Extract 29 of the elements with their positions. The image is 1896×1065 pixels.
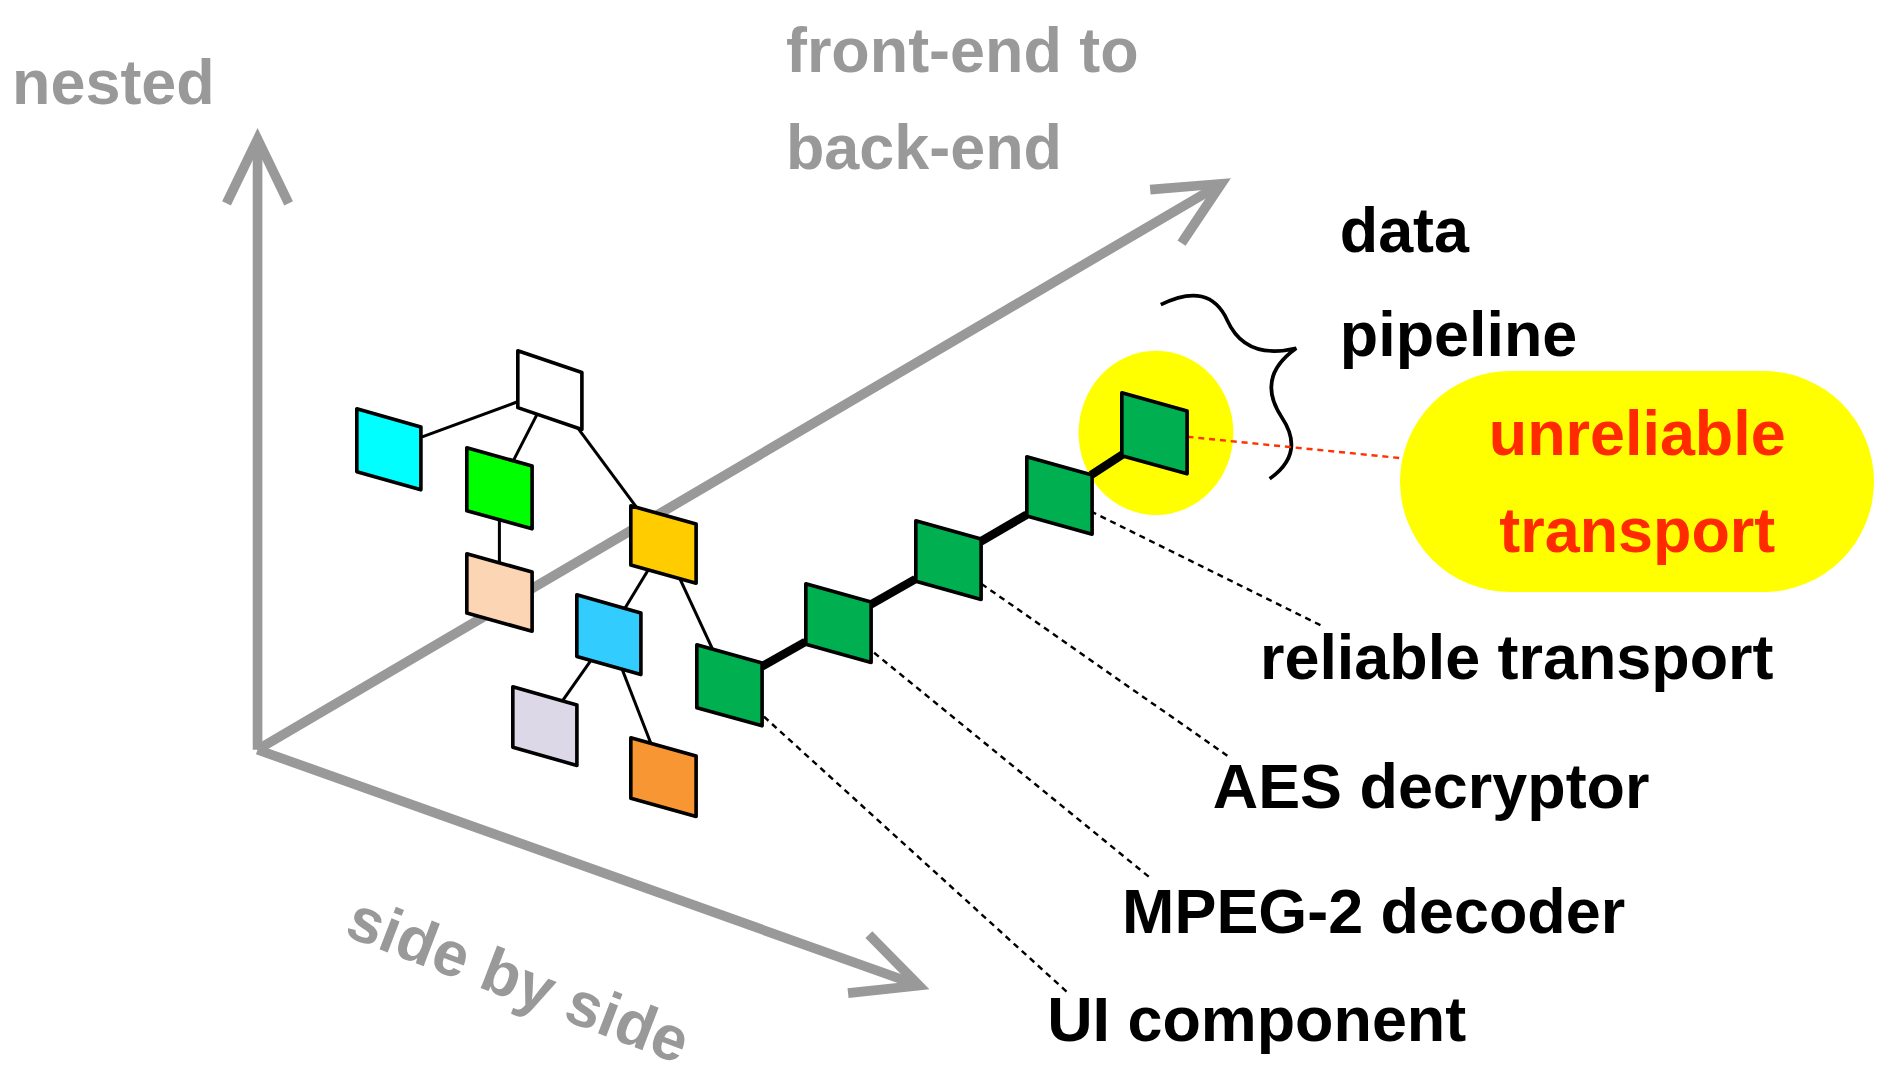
group-label: data pipeline (1339, 193, 1579, 371)
component-box (464, 445, 534, 531)
component-box (1024, 455, 1094, 537)
transport-label: unreliable transport (1400, 371, 1875, 593)
tree-link (561, 659, 592, 702)
component-label: UI component (1047, 985, 1467, 1055)
component-box (574, 593, 643, 677)
component-label: MPEG-2 decoder (1122, 876, 1626, 946)
axis-label: front-end to back-end (785, 14, 1140, 185)
component-box (515, 348, 584, 432)
component-box (1120, 391, 1190, 476)
component-label: AES decryptor (1212, 752, 1650, 822)
component-box (354, 406, 423, 492)
component-box (629, 503, 699, 585)
component-box (694, 642, 764, 728)
pipeline-link (868, 575, 918, 609)
component-box (803, 582, 873, 665)
component-box (464, 552, 534, 633)
component-box (629, 735, 699, 818)
component-label: reliable transport (1259, 622, 1774, 692)
component-box (510, 685, 579, 768)
component-box (913, 519, 983, 602)
pipeline-link (1088, 451, 1125, 479)
tree-link (678, 577, 714, 650)
tree-link (497, 519, 501, 563)
tree-link (623, 568, 650, 610)
pipeline-link (978, 511, 1029, 546)
axis-label: side by side (337, 882, 699, 1065)
axis-label: nested (12, 48, 215, 118)
